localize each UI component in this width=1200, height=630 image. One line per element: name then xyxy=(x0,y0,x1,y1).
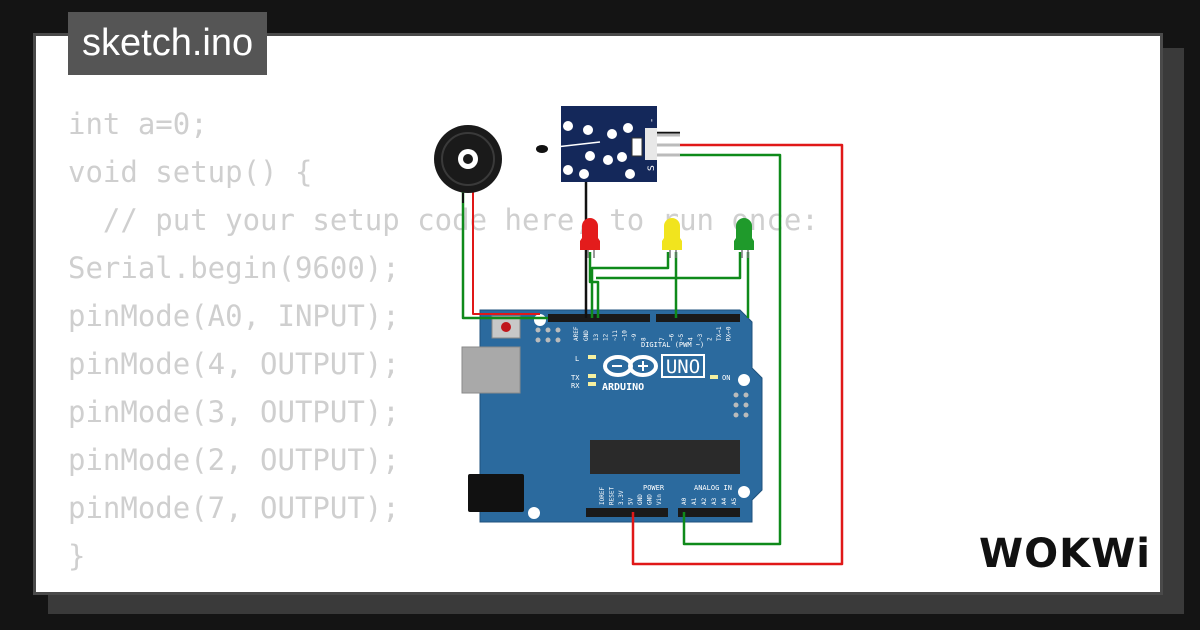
code-line: int a=0; xyxy=(68,107,208,141)
led-tx-indicator xyxy=(588,374,596,378)
led-rx-label: RX xyxy=(571,382,580,390)
mounting-hole xyxy=(534,314,546,326)
board-model: UNO xyxy=(666,356,700,378)
led-yellow[interactable] xyxy=(662,218,682,258)
wire-sensor-vcc[interactable] xyxy=(631,143,844,566)
pin-label: GND xyxy=(647,494,654,505)
analog-header xyxy=(678,508,740,517)
pin-label: ~6 xyxy=(669,333,676,341)
led-l-label: L xyxy=(575,355,579,363)
digital-label: DIGITAL (PWM ~) xyxy=(641,341,704,349)
led-rx-indicator xyxy=(588,382,596,386)
buzzer[interactable] xyxy=(434,125,502,203)
power-header xyxy=(586,508,668,517)
power-label: POWER xyxy=(643,484,665,492)
temperature-sensor-module[interactable]: S - xyxy=(536,106,680,182)
sensor-pin-s: S xyxy=(647,165,657,171)
thermistor-probe xyxy=(536,145,548,153)
pin-label: 13 xyxy=(593,333,600,341)
wokwi-logo-text: WOKWi xyxy=(979,531,1151,577)
sensor-pin-minus: - xyxy=(647,119,657,122)
code-line: Serial.begin(9600); xyxy=(68,251,400,285)
wire-buzzer-gnd[interactable] xyxy=(472,192,540,315)
arduino-uno-board[interactable]: UNO ARDUINO DIGITAL (PWM ~) POWER ANALOG… xyxy=(461,309,763,523)
pin-label: Vin xyxy=(656,494,663,505)
pin-label: IOREF xyxy=(599,487,606,505)
pin-label-gnd: GND xyxy=(583,330,590,341)
code-line: pinMode(2, OUTPUT); xyxy=(68,443,400,477)
pin-label: 8 xyxy=(641,337,648,341)
pin-label-aref: AREF xyxy=(573,326,580,341)
pin-label: 12 xyxy=(603,333,610,341)
pin-label: RESET xyxy=(609,487,616,505)
code-line: // put your setup code here, to run once… xyxy=(68,203,819,237)
pin-label: 3.3V xyxy=(618,490,625,505)
led-tx-label: TX xyxy=(571,374,580,382)
wire-led-red[interactable] xyxy=(588,252,600,318)
code-line: pinMode(4, OUTPUT); xyxy=(68,347,400,381)
pin-label: 7 xyxy=(659,337,666,341)
wire-buzzer-signal[interactable] xyxy=(461,192,548,320)
wire-led-green[interactable] xyxy=(596,252,742,280)
wire-led-yellow[interactable] xyxy=(590,252,670,318)
code-line: pinMode(A0, INPUT); xyxy=(68,299,400,333)
pin-label: ~9 xyxy=(631,333,638,341)
pin-label: ~11 xyxy=(612,330,619,341)
uno-badge xyxy=(661,354,705,378)
led-on-label: ON xyxy=(722,374,730,382)
pin-label: GND xyxy=(637,494,644,505)
code-line: } xyxy=(68,539,86,573)
code-line: pinMode(7, OUTPUT); xyxy=(68,491,400,525)
wokwi-logo: WOKWi xyxy=(979,531,1151,577)
pin-label: 4 xyxy=(688,337,695,341)
usb-port xyxy=(461,346,521,394)
wire-sensor-signal[interactable] xyxy=(680,153,782,546)
pin-label: A4 xyxy=(721,497,728,505)
pin-label: TX→1 xyxy=(716,326,723,341)
code-line: void setup() { xyxy=(68,155,313,189)
pin-label: A0 xyxy=(681,497,688,505)
atmega-chip xyxy=(590,440,740,474)
led-red[interactable] xyxy=(580,218,600,258)
mounting-hole xyxy=(528,507,540,519)
pin-label: A3 xyxy=(711,497,718,505)
mounting-hole xyxy=(738,374,750,386)
pin-label: ~5 xyxy=(678,333,685,341)
pin-label: RX←0 xyxy=(726,326,733,341)
led-l-indicator xyxy=(588,355,596,359)
pin-label: A2 xyxy=(701,497,708,505)
code-line: pinMode(3, OUTPUT); xyxy=(68,395,400,429)
pin-label: 2 xyxy=(707,337,714,341)
digital-header-right xyxy=(656,314,740,322)
analog-label: ANALOG IN xyxy=(694,484,732,492)
pin-label: A5 xyxy=(731,497,738,505)
pin-label: A1 xyxy=(691,497,698,505)
led-on-indicator xyxy=(710,375,718,379)
power-jack xyxy=(468,474,524,512)
pin-label: 5V xyxy=(628,497,635,505)
mounting-hole xyxy=(738,486,750,498)
led-green[interactable] xyxy=(734,218,754,258)
file-tab[interactable]: sketch.ino xyxy=(68,12,268,75)
icsp-header-2 xyxy=(733,392,749,418)
arduino-logo-icon xyxy=(603,355,658,377)
icsp-header xyxy=(534,326,564,346)
code-editor[interactable]: int a=0; void setup() { // put your setup… xyxy=(68,100,819,580)
reset-button-cap xyxy=(501,322,511,332)
pin-label: ~3 xyxy=(697,333,704,341)
board-brand: ARDUINO xyxy=(602,382,644,393)
pin-label: ~10 xyxy=(622,330,629,341)
